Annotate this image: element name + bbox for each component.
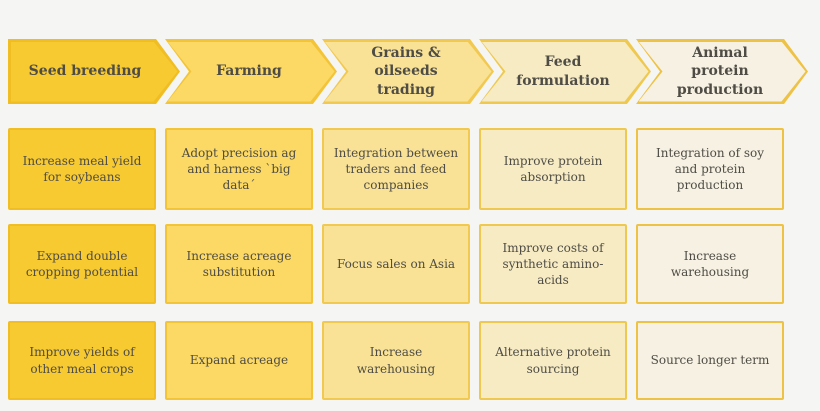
column-grains-oilseeds-trading: Grains & oilseeds trading Integration be… (322, 39, 470, 400)
diagram-grid: Seed breeding Increase meal yield for so… (8, 0, 784, 400)
stage-header-cell: Farming (165, 39, 313, 104)
initiative-box: Increase warehousing (636, 224, 784, 304)
initiative-box: Increase meal yield for soybeans (8, 128, 156, 210)
stage-arrow-fill (168, 42, 335, 102)
stage-header-cell: Feed formulation (479, 39, 627, 104)
stage-arrow-fill (11, 42, 178, 102)
initiative-box: Improve protein absorption (479, 128, 627, 210)
initiative-box: Adopt precision ag and harness `big data… (165, 128, 313, 210)
stage-header-cell: Seed breeding (8, 39, 156, 104)
initiative-box: Source longer term (636, 321, 784, 400)
stage-arrow-fill (639, 42, 806, 102)
initiative-box: Alternative protein sourcing (479, 321, 627, 400)
stage-arrow-farming: Farming (165, 39, 337, 104)
stage-arrow-grains-oilseeds-trading: Grains & oilseeds trading (322, 39, 494, 104)
initiative-box: Expand double cropping potential (8, 224, 156, 304)
initiative-box: Integration of soy and protein productio… (636, 128, 784, 210)
stage-title: Animal protein production (676, 45, 764, 98)
stage-title: Grains & oilseeds trading (371, 45, 441, 98)
stage-title: Seed breeding (28, 63, 142, 80)
stage-title: Farming (216, 63, 282, 80)
stage-header-cell: Animal protein production (636, 39, 784, 104)
column-seed-breeding: Seed breeding Increase meal yield for so… (8, 39, 156, 400)
initiative-box: Increase warehousing (322, 321, 470, 400)
initiative-box: Improve yields of other meal crops (8, 321, 156, 400)
initiative-box: Expand acreage (165, 321, 313, 400)
stage-arrow-animal-protein-production: Animal protein production (636, 39, 808, 104)
initiative-box: Increase acreage substitution (165, 224, 313, 304)
stage-arrow-fill (325, 42, 492, 102)
stage-arrow-seed-breeding: Seed breeding (8, 39, 180, 104)
column-feed-formulation: Feed formulation Improve protein absorpt… (479, 39, 627, 400)
initiative-box: Focus sales on Asia (322, 224, 470, 304)
column-farming: Farming Adopt precision ag and harness `… (165, 39, 313, 400)
initiative-box: Improve costs of synthetic amino-acids (479, 224, 627, 304)
column-animal-protein-production: Animal protein production Integration of… (636, 39, 784, 400)
initiative-box: Integration between traders and feed com… (322, 128, 470, 210)
stage-arrow-fill (482, 42, 649, 102)
stage-header-cell: Grains & oilseeds trading (322, 39, 470, 104)
stage-arrow-feed-formulation: Feed formulation (479, 39, 651, 104)
stage-title: Feed formulation (516, 54, 610, 89)
